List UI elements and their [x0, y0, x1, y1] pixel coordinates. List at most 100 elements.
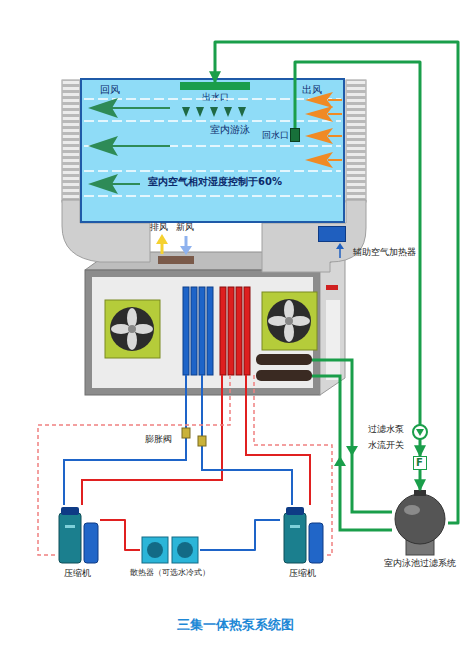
compressor: 压缩机: [55, 505, 100, 565]
refrigerant-pipe: [200, 520, 280, 550]
part-label: 水流开关: [368, 440, 410, 450]
filter-tank: 室内泳池过滤系统: [392, 490, 448, 556]
lane-line: [84, 170, 341, 172]
fresh-air-arrow: [180, 246, 192, 255]
fan-hub: [128, 325, 136, 333]
air-arrow: [328, 99, 342, 101]
node-label: F: [413, 457, 427, 469]
expansion-valve: [198, 436, 206, 446]
evaporator-coil: [207, 287, 213, 375]
tank-highlight: [404, 505, 420, 515]
part-label: 膨胀阀: [145, 434, 179, 444]
lane-line: [84, 145, 341, 147]
evaporator-coil: [191, 287, 197, 375]
fan-housing: [105, 300, 160, 358]
water-inlet: 回水口: [290, 128, 300, 142]
air-arrow: [305, 106, 333, 122]
node-label: 出水口: [190, 92, 240, 102]
compressor-shape: [55, 505, 100, 565]
water-arrow: [210, 107, 218, 117]
node-label: 室内空气相对湿度控制于60%: [148, 176, 318, 188]
pump-symbol: [416, 429, 424, 436]
condenser-coil: [236, 287, 242, 375]
pool-room: 回风 出风室内游泳室内空气相对湿度控制于60% 出水口回水口: [80, 78, 345, 223]
node-label: 压缩机: [55, 568, 100, 578]
grille: [346, 80, 366, 202]
heat-exchanger: [256, 354, 312, 365]
air-arrow: [328, 113, 342, 115]
evaporator-coil: [183, 287, 189, 375]
node-label: 室内游泳: [210, 124, 270, 136]
fan-hub: [285, 317, 293, 325]
air-arrow: [112, 107, 170, 109]
refrigerant-pipe: [246, 375, 310, 505]
water-pipe: [295, 62, 420, 456]
node-label: 辅助空气加热器: [353, 247, 433, 257]
diagram-title: 三集一体热泵系统图: [0, 616, 471, 634]
radiator-unit: [172, 537, 198, 563]
fan-wheel: [267, 299, 311, 343]
air-arrow: [88, 174, 118, 194]
pointer-arrow: [336, 243, 344, 249]
damper: [158, 256, 194, 264]
pointer-arrow: [339, 247, 341, 258]
brand-mark: [326, 285, 338, 290]
condenser-coil: [228, 287, 234, 375]
grille: [62, 80, 80, 202]
water-pipe: [215, 42, 458, 523]
node-label: 出风: [302, 84, 342, 96]
refrigerant-pipe: [38, 375, 230, 555]
receiver-tank: [309, 523, 323, 563]
air-arrow: [328, 159, 342, 161]
lane-line: [84, 98, 341, 100]
radiator-fan: [147, 542, 163, 558]
flow-arrow: [334, 456, 346, 466]
fan-housing: [262, 292, 317, 350]
node-label: 回风: [100, 84, 140, 96]
compressor: 压缩机: [280, 505, 325, 565]
receiver-tank: [84, 523, 98, 563]
grille-louver: [62, 80, 80, 202]
compressor-cap: [61, 507, 79, 515]
pump-symbol: [413, 425, 427, 439]
node-label: 散热器（可选水冷式）: [130, 568, 210, 577]
compressor-cap: [286, 507, 304, 515]
water-arrow: [182, 107, 190, 117]
part-label: 新风: [176, 222, 204, 232]
air-arrow: [88, 136, 118, 156]
lane-line: [84, 120, 341, 122]
water-arrow: [196, 107, 204, 117]
air-arrow: [112, 183, 140, 185]
flow-arrow: [346, 446, 358, 456]
evaporator-coil: [199, 287, 205, 375]
condenser-coil: [244, 287, 250, 375]
unit-side: [320, 252, 345, 395]
refrigerant-pipe: [100, 520, 140, 550]
water-arrow: [238, 107, 246, 117]
water-arrow: [224, 107, 232, 117]
exhaust-arrow: [156, 234, 168, 244]
compressor-band: [290, 525, 300, 528]
water-pipe: [312, 376, 392, 530]
flow-switch: F: [413, 456, 427, 470]
radiator: 散热器（可选水冷式）: [140, 535, 200, 565]
compressor-body: [284, 513, 306, 563]
compressor-band: [65, 525, 75, 528]
part-label: 排风: [150, 222, 178, 232]
water-pipe: [419, 470, 422, 490]
air-arrow: [305, 128, 333, 144]
heat-exchanger: [256, 370, 312, 381]
water-pipe: [312, 360, 392, 512]
compressor-body: [59, 513, 81, 563]
filter-tank-shape: [392, 490, 448, 556]
condenser-coil: [220, 287, 226, 375]
air-arrow: [112, 145, 170, 147]
fan-wheel: [110, 307, 154, 351]
node-label: 压缩机: [280, 568, 325, 578]
radiator-unit: [142, 537, 168, 563]
air-arrow: [305, 92, 333, 108]
